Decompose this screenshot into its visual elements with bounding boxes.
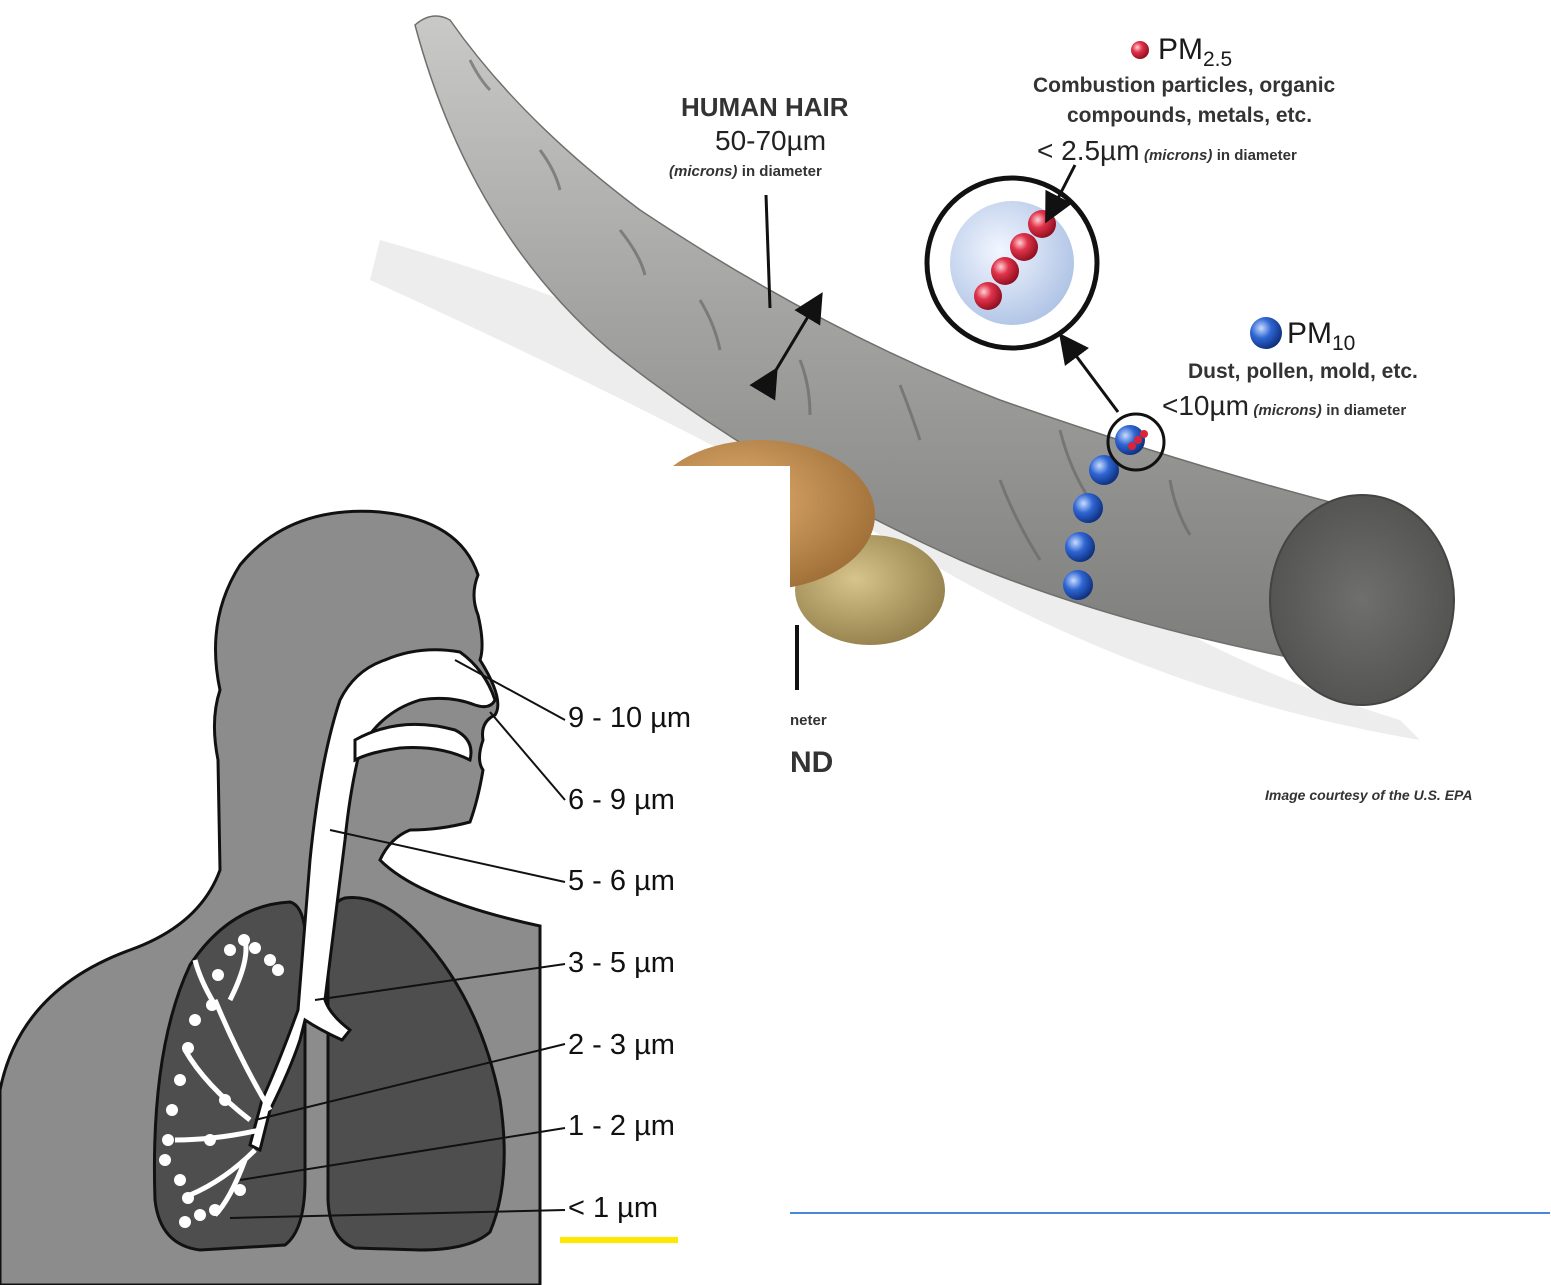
label-nasal: 6 - 9 µm [568,784,675,817]
label-bronchioles: 1 - 2 µm [568,1110,675,1143]
label-trachea: 3 - 5 µm [568,947,675,980]
label-alveoli: < 1 µm [568,1192,658,1225]
label-pharynx: 5 - 6 µm [568,865,675,898]
highlight-underline [560,1237,678,1243]
label-nose: 9 - 10 µm [568,702,691,735]
label-bronchi: 2 - 3 µm [568,1029,675,1062]
